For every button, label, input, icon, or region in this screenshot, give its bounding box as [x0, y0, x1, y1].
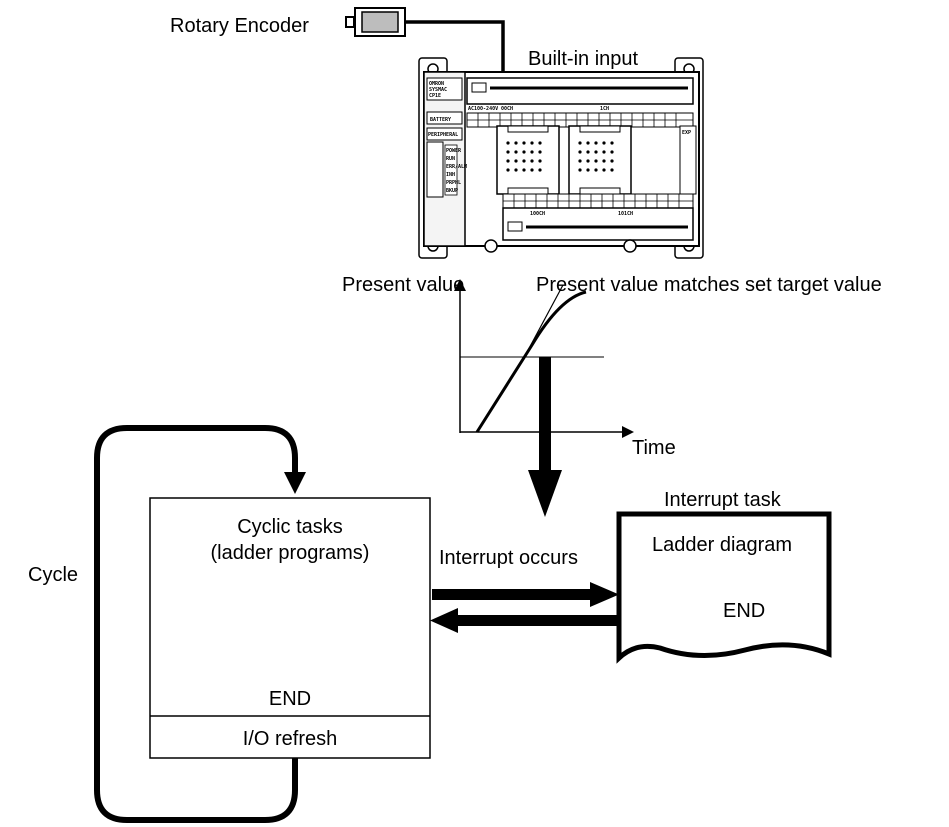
- interrupt-call-arrows: [430, 582, 619, 633]
- plc-peripheral-text: PERIPHERAL: [428, 132, 458, 138]
- interrupt-end-label: END: [723, 600, 766, 622]
- interrupt-task-label: Interrupt task: [664, 489, 781, 511]
- built-in-input-label: Built-in input: [528, 48, 639, 70]
- rotary-encoder-icon: [345, 7, 406, 37]
- plc-model-text-1: SYSMAC: [429, 87, 447, 93]
- ladder-diagram-label: Ladder diagram: [652, 534, 793, 556]
- plc-model-text-2: CP1E: [429, 93, 441, 99]
- present-value-label: Present value: [342, 274, 465, 296]
- plc-bkup-text: BKUP: [446, 188, 458, 194]
- match-pointer-line: [525, 284, 564, 355]
- plc-brand-text: OMRON: [429, 81, 444, 87]
- cyclic-tasks-title: Cyclic tasks: [237, 516, 343, 538]
- interrupt-task-box: [616, 511, 832, 664]
- cycle-label: Cycle: [28, 564, 79, 586]
- plc-output-ch2-text: 101CH: [618, 211, 633, 217]
- cyclic-tasks-box: [149, 497, 431, 759]
- plc-exp-text: EXP: [682, 130, 691, 136]
- plc-power-text: POWER: [446, 148, 462, 154]
- plc-printed-text: OMRON SYSMAC CP1E BATTERY PERIPHERAL POW…: [428, 81, 691, 217]
- present-value-curve: [475, 290, 587, 433]
- cyclic-tasks-subtitle: (ladder programs): [210, 542, 370, 564]
- cycle-loop-arrow: [94, 425, 306, 823]
- encoder-wire: [405, 20, 505, 92]
- interrupt-occurs-label: Interrupt occurs: [439, 547, 578, 569]
- rotary-encoder-label: Rotary Encoder: [170, 15, 309, 37]
- interrupt-trigger-arrow: [528, 357, 562, 517]
- plc-prphl-text: PRPHL: [446, 180, 461, 186]
- io-refresh-label: I/O refresh: [242, 728, 338, 750]
- plc-battery-text: BATTERY: [430, 117, 451, 123]
- plc-voltage-text: AC100-240V: [468, 106, 498, 112]
- plc-run-text: RUN: [446, 156, 455, 162]
- plc-err-text: ERR/ALM: [446, 164, 467, 170]
- plc-output-ch-text: 100CH: [530, 211, 545, 217]
- time-axis-label: Time: [632, 437, 676, 459]
- plc-input-ch-text: 00CH: [501, 106, 513, 112]
- cyclic-end-label: END: [268, 688, 312, 710]
- match-label: Present value matches set target value: [536, 274, 882, 296]
- plc-unit-icon: [418, 57, 704, 259]
- plc-inh-text: INH: [446, 172, 455, 178]
- plc-input-ch2-text: 1CH: [600, 106, 609, 112]
